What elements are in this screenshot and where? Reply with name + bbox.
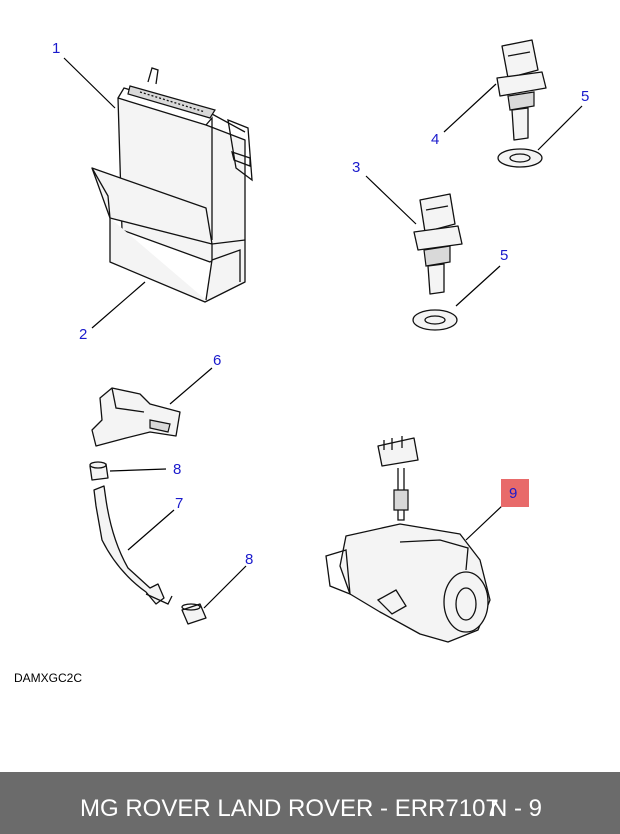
grommet-upper <box>89 461 109 481</box>
footer-page-reference: N - 9 <box>490 795 543 822</box>
ecu-bracket <box>91 167 246 303</box>
callout-9-highlight <box>501 479 529 507</box>
leader-1 <box>63 57 116 109</box>
switch-assembly <box>325 436 491 643</box>
footer-bar: MG ROVER LAND ROVER - ERR7107 N - 9 <box>0 772 620 834</box>
leader-8b <box>203 565 247 609</box>
leader-3 <box>365 175 417 225</box>
callout-5-upper: 5 <box>581 88 589 105</box>
leader-8a <box>109 468 167 472</box>
temperature-sensor-upper <box>496 39 547 168</box>
callout-numbers: 1 2 3 4 5 5 6 7 8 8 9 <box>52 40 589 568</box>
callout-9: 9 <box>509 485 517 502</box>
callout-4: 4 <box>431 131 439 148</box>
drawing-code-label: DAMXGC2C <box>14 671 83 685</box>
callout-7: 7 <box>175 495 183 512</box>
leader-7 <box>127 509 175 551</box>
breather-hose <box>93 485 173 605</box>
leader-2 <box>91 281 146 329</box>
leader-6 <box>169 367 213 405</box>
callout-2: 2 <box>79 326 87 343</box>
footer-brand-part-number: MG ROVER LAND ROVER - ERR7107 <box>80 795 499 822</box>
callout-1: 1 <box>52 40 60 57</box>
callout-8-lower: 8 <box>245 551 253 568</box>
temperature-sensor-lower <box>412 193 463 331</box>
callout-3: 3 <box>352 159 360 176</box>
callout-5-lower: 5 <box>500 247 508 264</box>
leader-4 <box>443 83 497 133</box>
leader-9 <box>465 504 504 541</box>
leader-lines <box>63 57 583 609</box>
leader-5b <box>455 265 501 307</box>
parts-diagram: 1 2 3 4 5 5 6 7 8 8 9 <box>52 39 589 643</box>
camshaft-sensor <box>91 387 181 447</box>
callout-8-upper: 8 <box>173 461 181 478</box>
callout-6: 6 <box>213 352 221 369</box>
leader-5a <box>537 105 583 151</box>
grommet-lower <box>181 603 207 625</box>
